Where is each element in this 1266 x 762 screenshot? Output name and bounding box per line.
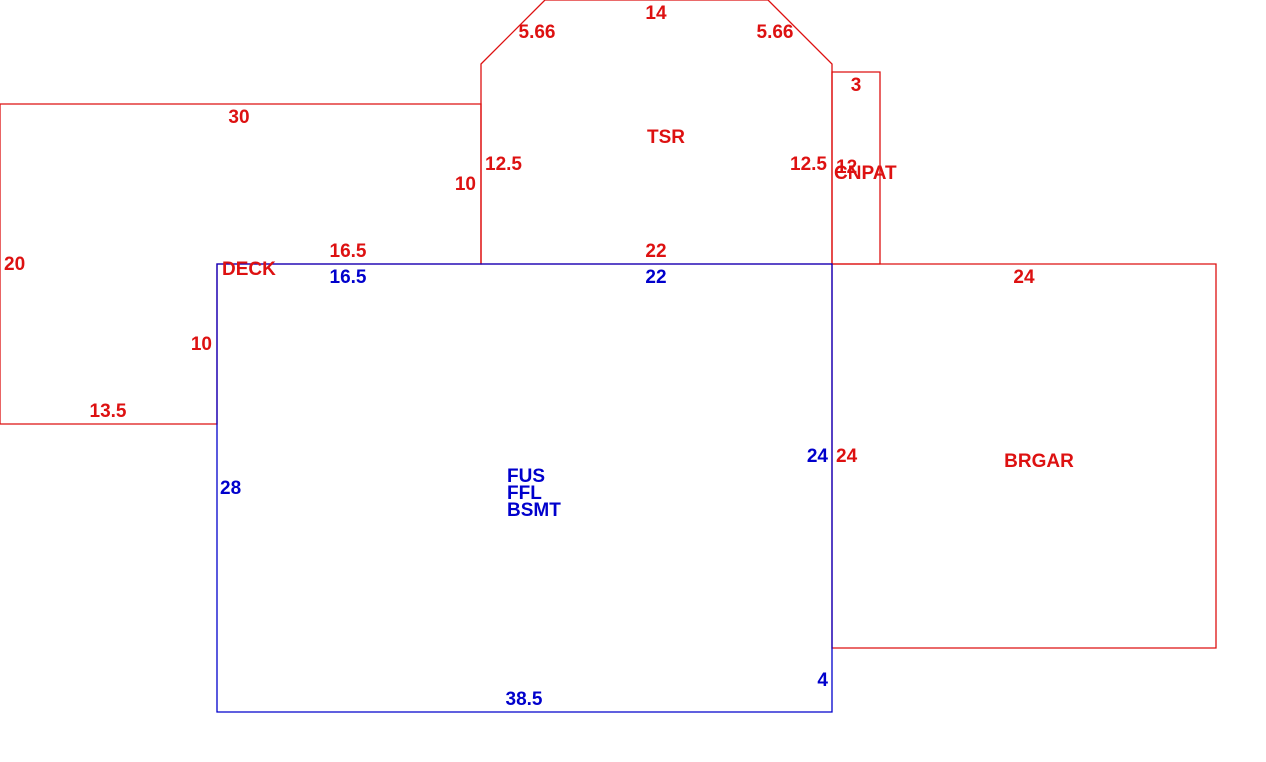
main-dim-left: 28 [220,478,241,499]
brgar-dim-left: 24 [836,446,858,467]
main-dim-right: 24 [807,446,829,467]
tsr-label: TSR [647,127,685,148]
deck-dim-right-upper: 10 [455,174,476,195]
main-dim-top-right: 22 [645,267,666,288]
deck-dim-left: 20 [4,254,25,275]
tsr-dim-right: 12.5 [790,154,827,175]
deck-dim-bottom: 13.5 [90,401,127,422]
tsr-dim-top-right-diag: 5.66 [757,22,794,43]
main-dim-bottom: 38.5 [506,689,543,710]
tsr-dim-bottom: 22 [645,241,666,262]
main-dim-top-left: 16.5 [330,267,367,288]
brgar-dim-top: 24 [1013,267,1035,288]
main-label-fus: FUS [507,466,545,487]
tsr-dim-left: 12.5 [485,154,522,175]
main-label-bsmt: BSMT [507,500,561,521]
cnpat-dim-side: 12 [836,157,857,178]
brgar-label: BRGAR [1004,451,1074,472]
deck-dim-top: 30 [228,107,249,128]
deck-dim-shared: 16.5 [330,241,367,262]
tsr-dim-top: 14 [645,3,667,24]
main-house-outline [216,263,833,713]
cnpat-label: CNPAT [834,163,897,184]
main-dim-right-lower: 4 [817,670,828,691]
deck-dim-right-lower: 10 [191,334,212,355]
cnpat-dim-top: 3 [851,75,862,96]
deck-label: DECK [222,259,276,280]
tsr-dim-top-left-diag: 5.66 [519,22,556,43]
main-label-ffl: FFL [507,483,542,504]
